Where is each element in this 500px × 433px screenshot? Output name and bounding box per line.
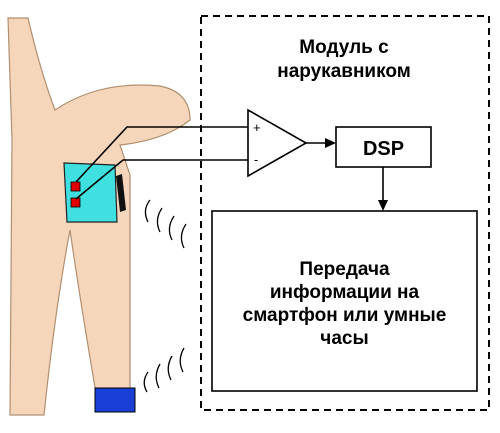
wireless-waves-wrist xyxy=(143,347,185,393)
arrowhead-dsp-to-transmit xyxy=(378,200,388,211)
arrowhead-amp-to-dsp xyxy=(325,138,336,148)
cuff-side-bar xyxy=(116,174,126,212)
wireless-waves-cuff xyxy=(144,199,187,249)
electrode-lower xyxy=(70,197,81,208)
wire-plus xyxy=(75,126,248,183)
transmit-text-line2: информации на xyxy=(270,282,420,303)
wrist-band xyxy=(94,387,136,413)
module-boundary xyxy=(200,15,490,411)
transmit-box xyxy=(211,210,478,392)
transmit-text-line4: часы xyxy=(320,328,368,349)
electrode-upper xyxy=(70,181,81,192)
amplifier-triangle xyxy=(247,108,308,178)
amplifier-plus-sign: + xyxy=(253,120,261,135)
module-title-line2: нарукавником xyxy=(277,61,411,82)
transmit-text-line3: смартфон или умные xyxy=(243,305,447,326)
transmit-text-line1: Передача xyxy=(299,259,390,280)
dsp-label: DSP xyxy=(363,138,404,160)
module-title-line1: Модуль с xyxy=(299,37,389,58)
amplifier-minus-sign: - xyxy=(254,152,258,167)
wire-minus xyxy=(75,159,248,200)
dsp-box xyxy=(335,126,432,168)
